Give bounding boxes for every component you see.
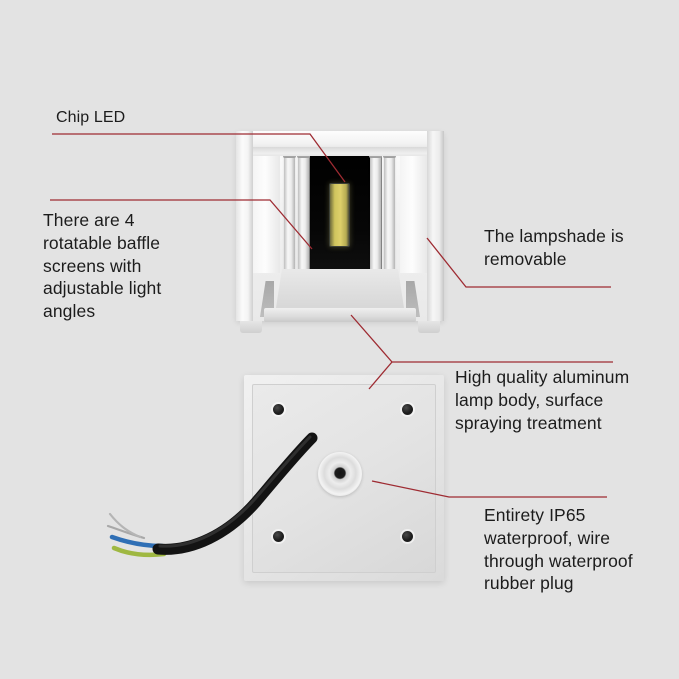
wire-blue xyxy=(109,534,165,549)
shade-foot-right xyxy=(418,321,440,333)
mounting-screw-top-right xyxy=(402,404,413,415)
lamp-assembly-front xyxy=(236,131,444,338)
wire-strand-2 xyxy=(108,512,142,539)
led-chip xyxy=(329,183,350,247)
lamp-body-base xyxy=(264,308,416,322)
wire-yellow-green xyxy=(111,545,167,557)
shade-rail-edge xyxy=(253,147,427,156)
wire-strand-1 xyxy=(106,524,146,540)
baffle-panel-right xyxy=(400,155,427,273)
baffle-blade-4 xyxy=(384,155,395,275)
annotation-chip-led: Chip LED xyxy=(56,109,126,126)
annotation-baffle-screens: There are 4 rotatable baffle screens wit… xyxy=(43,210,162,321)
baffle-blade-1 xyxy=(284,155,295,275)
baffle-blade-3 xyxy=(370,155,381,275)
rubber-grommet xyxy=(318,452,362,496)
baffle-blade-2 xyxy=(298,155,309,275)
mounting-screw-bottom-right xyxy=(402,531,413,542)
mounting-screw-bottom-left xyxy=(273,531,284,542)
annotation-ip65-waterproof: Entirety IP65 waterproof, wire through w… xyxy=(484,505,633,594)
shade-foot-left xyxy=(240,321,262,333)
annotation-lampshade: The lampshade is removable xyxy=(484,226,624,269)
annotation-aluminum-body: High quality aluminum lamp body, surface… xyxy=(455,367,630,433)
shade-post-right xyxy=(427,131,444,321)
baffle-panel-left xyxy=(253,155,280,273)
mounting-screw-top-left xyxy=(273,404,284,415)
lamp-back-plate xyxy=(244,375,444,581)
